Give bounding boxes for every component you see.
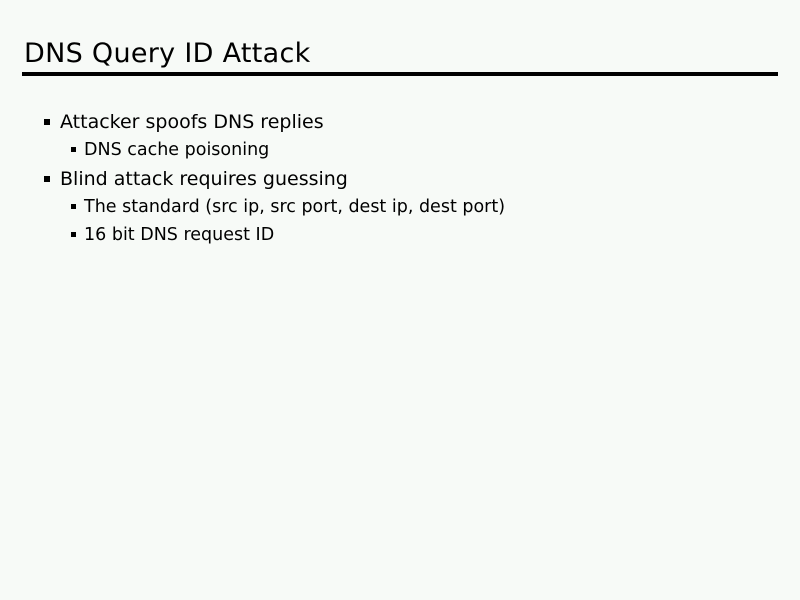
page-title: DNS Query ID Attack	[24, 38, 311, 69]
list-item-label: The standard (src ip, src port, dest ip,…	[84, 197, 506, 217]
list-item: Blind attack requires guessing	[0, 165, 800, 193]
square-bullet-icon	[44, 119, 50, 125]
square-bullet-icon	[44, 176, 50, 182]
list-item-label: Blind attack requires guessing	[60, 168, 348, 190]
list-item-label: 16 bit DNS request ID	[84, 225, 275, 245]
title-underline-rule	[22, 72, 778, 76]
square-bullet-icon	[71, 147, 76, 152]
list-item: Attacker spoofs DNS replies	[0, 108, 800, 136]
list-item-label: DNS cache poisoning	[84, 140, 270, 160]
square-bullet-icon	[71, 204, 76, 209]
list-item-label: Attacker spoofs DNS replies	[60, 111, 324, 133]
list-item: 16 bit DNS request ID	[0, 222, 800, 249]
list-item: DNS cache poisoning	[0, 137, 800, 164]
bullet-list: Attacker spoofs DNS replies DNS cache po…	[0, 108, 800, 250]
square-bullet-icon	[71, 232, 76, 237]
list-item: The standard (src ip, src port, dest ip,…	[0, 194, 800, 221]
